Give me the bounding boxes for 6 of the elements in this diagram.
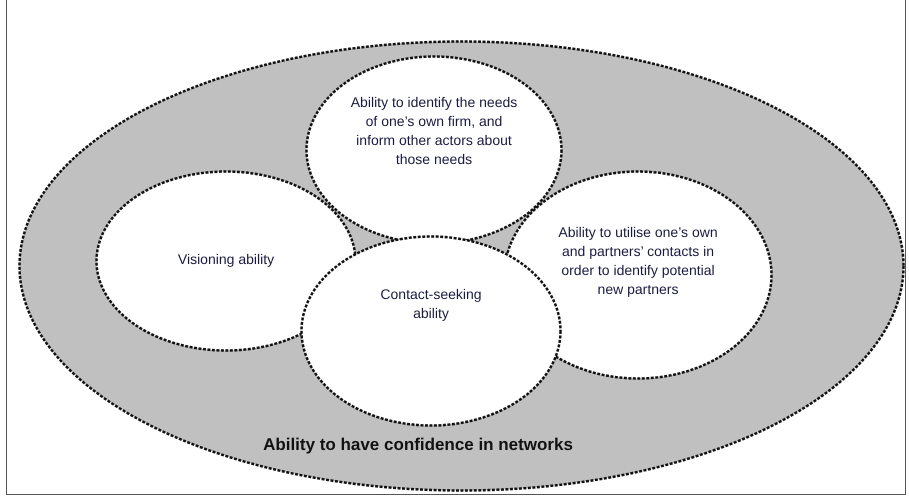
ability-label: Ability to utilise one’s own and partners’ contacts in order to identify potential new partners bbox=[557, 223, 719, 299]
ability-label: Contact-seeking ability bbox=[379, 285, 483, 323]
title-label: Ability to have confidence in networks bbox=[262, 435, 574, 454]
inner-ellipse bbox=[95, 170, 357, 352]
ability-label: Ability to identify the needs of one’s own firm, and inform other actors about those needs bbox=[350, 93, 518, 169]
ability-label: Visioning ability bbox=[176, 250, 276, 269]
